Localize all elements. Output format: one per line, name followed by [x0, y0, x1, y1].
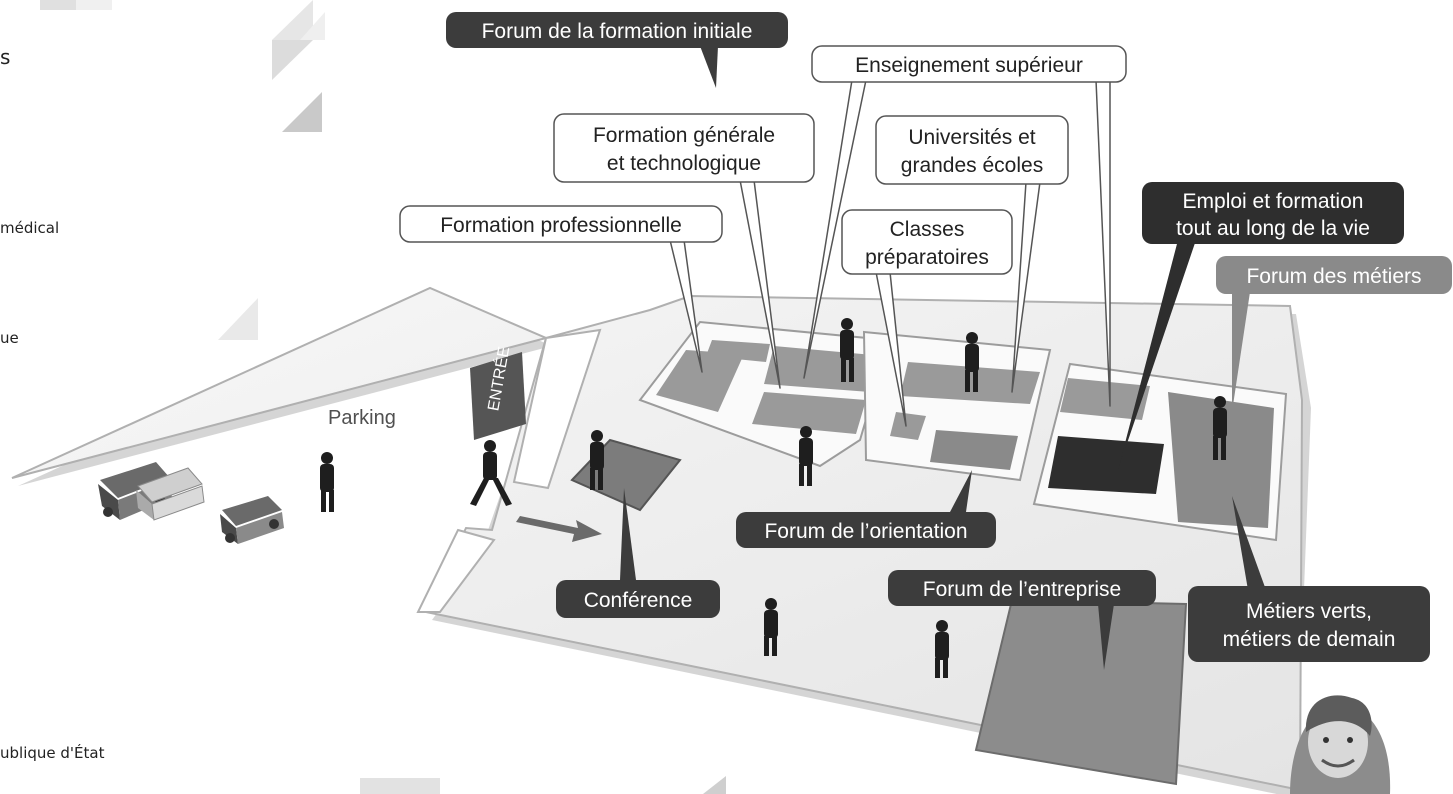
zone-formation-pro [656, 350, 744, 412]
decorative-triangles [218, 0, 726, 794]
callout-enseignement-superieur: Enseignement supérieur [811, 45, 1127, 83]
sidebar-item-4[interactable]: ublique d'État [0, 744, 105, 762]
label-formation-generale-2: et technologique [607, 152, 761, 175]
floor-notch [416, 528, 496, 613]
callout-forum-orientation: Forum de l’orientation [736, 512, 996, 548]
label-conference: Conférence [584, 589, 693, 612]
label-formation-professionnelle: Formation professionnelle [440, 214, 682, 237]
callout-forum-entreprise: Forum de l’entreprise [888, 570, 1156, 606]
zone-classes-prepa [890, 412, 926, 440]
person-icon [1213, 396, 1227, 460]
label-formation-generale-1: Formation générale [593, 124, 775, 147]
person-icon [764, 598, 778, 656]
sidebar-item-2[interactable]: médical [0, 219, 60, 237]
entrance-arrow-icon [516, 516, 602, 542]
portrait-illustration [1290, 695, 1391, 794]
people-silhouettes [320, 318, 1227, 678]
zone-orientation [930, 430, 1018, 470]
stand-group-formation [638, 320, 1052, 482]
sidebar-item-1[interactable]: s [0, 45, 11, 69]
entrance-corridor [512, 328, 602, 490]
car-icon [136, 467, 205, 521]
callout-universites: Universités et grandes écoles [875, 115, 1069, 185]
car-icon [220, 496, 284, 544]
zone-emploi [1048, 436, 1164, 494]
callout-metiers-verts: Métiers verts, métiers de demain [1188, 586, 1430, 662]
label-classes-preparatoires-2: préparatoires [865, 246, 989, 269]
label-universites-2: grandes écoles [901, 154, 1043, 177]
person-icon [320, 452, 334, 512]
label-emploi-formation-2: tout au long de la vie [1176, 217, 1370, 240]
person-icon [799, 426, 813, 486]
callout-formation-professionnelle: Formation professionnelle [399, 205, 723, 243]
label-classes-preparatoires-1: Classes [890, 218, 965, 241]
label-forum-entreprise: Forum de l’entreprise [923, 578, 1121, 601]
label-universites-1: Universités et [908, 126, 1035, 149]
top-tab-marker [40, 0, 112, 10]
label-forum-formation-initiale: Forum de la formation initiale [482, 20, 753, 43]
callout-forum-metiers: Forum des métiers [1216, 256, 1452, 294]
person-icon [935, 620, 949, 678]
person-icon [470, 440, 512, 506]
person-icon [840, 318, 854, 382]
callout-forum-formation-initiale: Forum de la formation initiale [446, 12, 788, 48]
label-forum-metiers: Forum des métiers [1246, 265, 1421, 288]
parking-label: Parking [328, 407, 396, 429]
callout-formation-generale: Formation générale et technologique [553, 113, 815, 183]
callout-conference: Conférence [556, 580, 720, 618]
zone-entreprise [974, 598, 1188, 786]
label-emploi-formation-1: Emploi et formation [1183, 190, 1364, 213]
sidebar-item-3[interactable]: ue [0, 329, 19, 347]
person-icon [590, 430, 604, 490]
label-enseignement-superieur: Enseignement supérieur [855, 54, 1083, 77]
label-forum-orientation: Forum de l’orientation [764, 520, 967, 543]
label-metiers-verts-1: Métiers verts, [1246, 600, 1372, 623]
label-metiers-verts-2: métiers de demain [1223, 628, 1396, 651]
person-icon [965, 332, 979, 392]
callout-classes-preparatoires: Classes préparatoires [841, 209, 1013, 275]
callout-emploi-formation: Emploi et formation tout au long de la v… [1142, 182, 1404, 244]
